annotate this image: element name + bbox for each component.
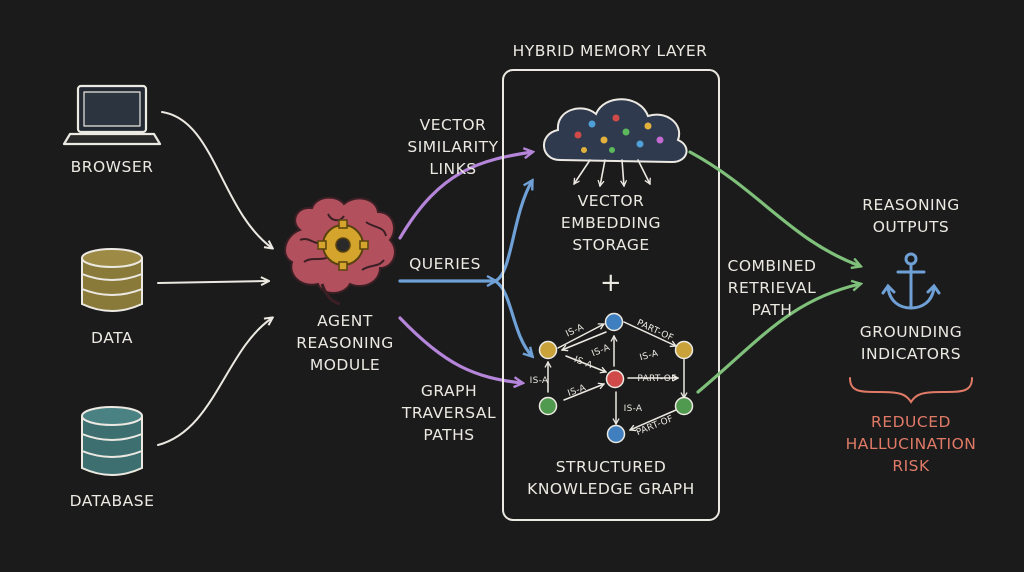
hallucination-risk-label: REDUCED HALLUCINATION RISK [845, 413, 977, 475]
database-cylinder-icon [81, 406, 143, 476]
cloud-icon [543, 98, 688, 186]
knowledge-graph-title: STRUCTURED KNOWLEDGE GRAPH [527, 458, 695, 498]
brain-gear-icon [284, 196, 396, 306]
reasoning-outputs-label: REASONING OUTPUTS [862, 196, 960, 236]
combined-retrieval-arrows [688, 150, 860, 394]
grounding-indicators-label: GROUNDING INDICATORS [859, 323, 963, 363]
data-cylinder-icon [81, 248, 143, 312]
vector-similarity-links-label: VECTOR SIMILARITY LINKS [407, 116, 499, 178]
plus-sign: + [599, 268, 623, 298]
agent-to-memory-arrows [398, 152, 532, 383]
anchor-icon [881, 252, 941, 310]
queries-label: QUERIES [409, 255, 481, 273]
edge-label: IS-A [623, 404, 643, 414]
database-label: DATABASE [69, 492, 155, 510]
risk-brace-icon [849, 377, 973, 404]
browser-label: BROWSER [70, 158, 154, 176]
knowledge-graph [538, 312, 694, 444]
combined-retrieval-path-label: COMBINED RETRIEVAL PATH [727, 257, 817, 319]
graph-traversal-paths-label: GRAPH TRAVERSAL PATHS [401, 382, 497, 444]
data-label: DATA [91, 329, 133, 347]
laptop-icon [62, 84, 162, 146]
memory-layer-box [502, 69, 720, 521]
edge-label: PART-OF [637, 374, 677, 384]
edge-label: IS-A [529, 376, 549, 386]
agent-reasoning-label: AGENT REASONING MODULE [296, 312, 394, 374]
memory-layer-title: HYBRID MEMORY LAYER [512, 42, 708, 60]
source-arrows [157, 111, 272, 446]
vector-embedding-storage-label: VECTOR EMBEDDING STORAGE [560, 192, 662, 254]
